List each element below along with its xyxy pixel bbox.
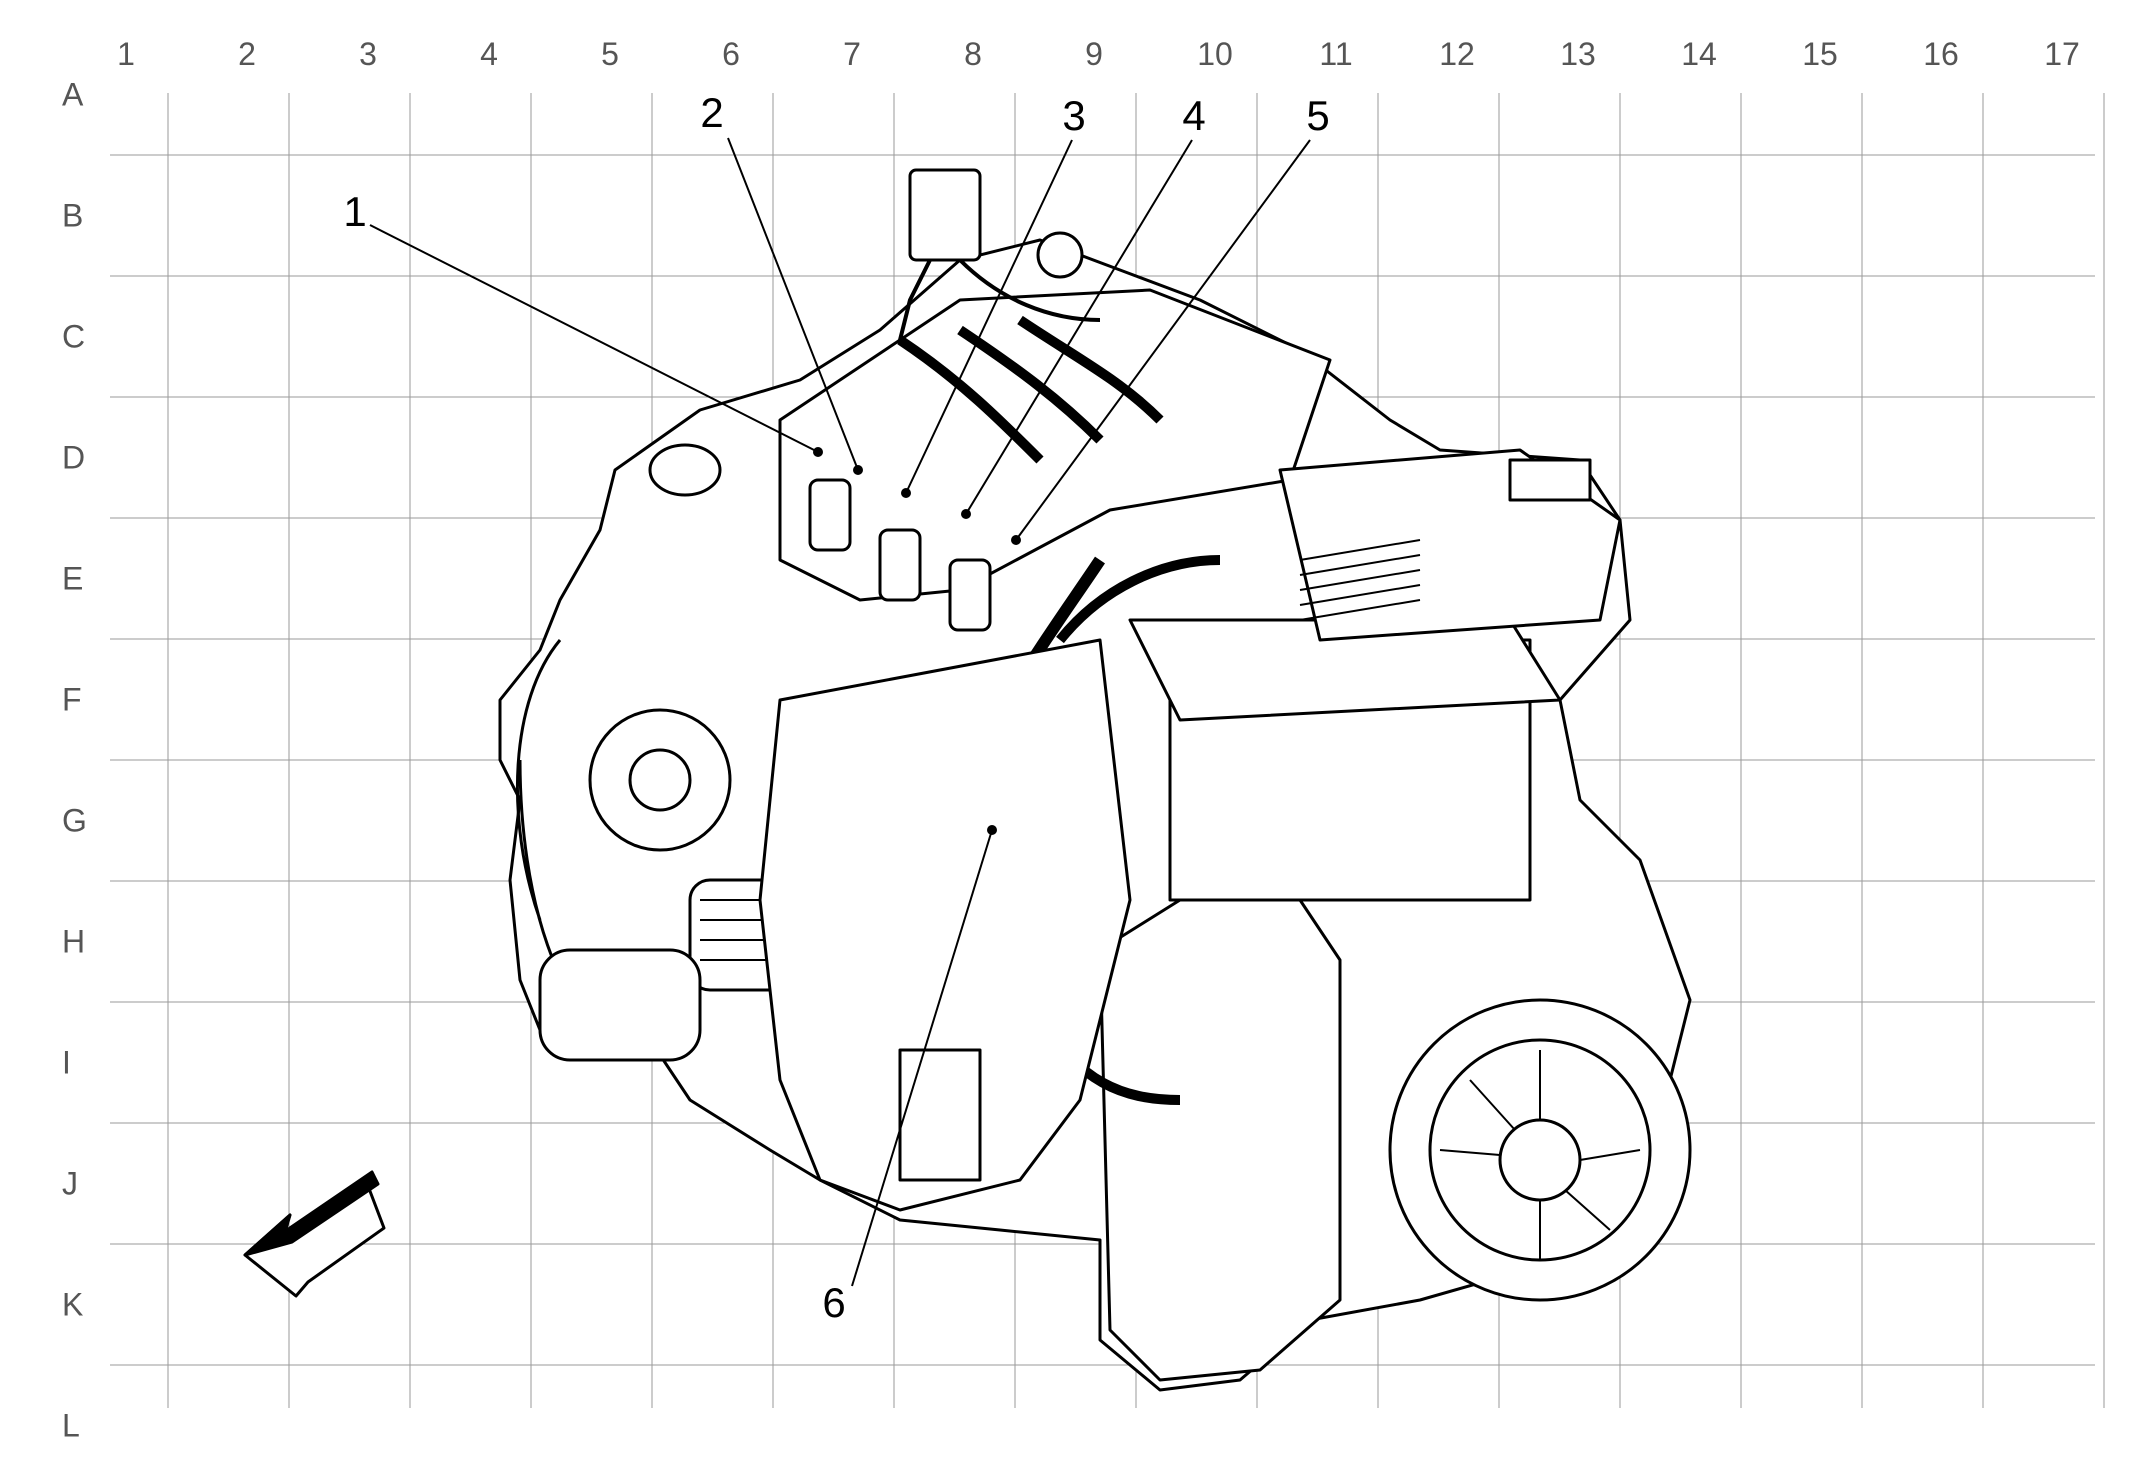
- module-fins: [1299, 539, 1421, 621]
- grid-column-label: 9: [1085, 36, 1103, 72]
- grid-column-label: 7: [843, 36, 861, 72]
- grid-row-label: L: [62, 1407, 80, 1444]
- callout-leader-lines: [369, 137, 1311, 1287]
- grid-column-label: 5: [601, 36, 619, 72]
- connector-top: [1508, 458, 1592, 502]
- leader-line-2: [727, 137, 859, 471]
- grid-column-label: 12: [1439, 36, 1475, 72]
- grid-row-label: H: [62, 923, 86, 960]
- callout-1: 1: [343, 188, 367, 235]
- motor-hub: [1498, 1118, 1582, 1202]
- grid-column-label: 15: [1802, 36, 1838, 72]
- direction-arrow-icon: [243, 1170, 386, 1298]
- grid-column-label: 1: [117, 36, 135, 72]
- grid-column-label: 10: [1197, 36, 1233, 72]
- alternator-pulley-hub: [628, 748, 692, 812]
- callout-5: 5: [1306, 92, 1330, 139]
- grid-column-label: 3: [359, 36, 377, 72]
- callout-2: 2: [700, 89, 724, 136]
- grid-row-label: G: [62, 802, 87, 839]
- throttle-body: [1036, 231, 1084, 279]
- harness-connector: [908, 168, 982, 262]
- grid-column-label: 16: [1923, 36, 1959, 72]
- arrow-shadow: [243, 1170, 380, 1257]
- marker-1: [813, 447, 823, 457]
- leader-line-6: [851, 829, 993, 1287]
- oil-filter-ribs: [700, 899, 780, 961]
- engine-assembly: [498, 168, 1692, 1392]
- leader-line-5: [1015, 139, 1311, 541]
- leader-line-1: [369, 224, 819, 453]
- grid-column-label: 4: [480, 36, 498, 72]
- intake-runners: [897, 315, 1164, 464]
- grid-row-label: D: [62, 439, 86, 476]
- grid-column-label: 2: [238, 36, 256, 72]
- grid-row-label: F: [62, 681, 82, 718]
- leader-line-4: [965, 139, 1193, 515]
- grid-column-label: 13: [1560, 36, 1596, 72]
- upper-hose: [1056, 555, 1221, 644]
- grid-column-label: 17: [2044, 36, 2080, 72]
- ignition-coil-3: [948, 558, 992, 632]
- grid-column-label: 14: [1681, 36, 1717, 72]
- grid-column-label: 8: [964, 36, 982, 72]
- marker-2: [853, 465, 863, 475]
- cylinder-head-cover: [778, 288, 1332, 602]
- callout-markers: [813, 447, 1021, 835]
- grid-row-label: A: [62, 76, 84, 113]
- callout-6: 6: [822, 1279, 846, 1326]
- grid-row-label: C: [62, 318, 86, 355]
- marker-5: [1011, 535, 1021, 545]
- callout-3: 3: [1062, 92, 1086, 139]
- grid-row-label: K: [62, 1286, 84, 1323]
- leader-line-3: [905, 139, 1073, 494]
- grid-row-label: B: [62, 197, 84, 234]
- callout-4: 4: [1182, 92, 1206, 139]
- oil-filler-cap: [648, 443, 722, 497]
- mount-bracket: [898, 1048, 982, 1182]
- grid-row-label: J: [62, 1165, 78, 1202]
- ignition-coil-1: [808, 478, 852, 552]
- marker-6: [987, 825, 997, 835]
- grid-column-label: 6: [722, 36, 740, 72]
- grid-row-label: E: [62, 560, 84, 597]
- motor-spokes: [1439, 1050, 1641, 1260]
- grid-column-label: 11: [1319, 36, 1353, 72]
- ac-compressor: [538, 948, 702, 1062]
- grid-row-label: I: [62, 1044, 71, 1081]
- inverter-housing: [1098, 898, 1342, 1382]
- marker-3: [901, 488, 911, 498]
- marker-4: [961, 509, 971, 519]
- ignition-coil-2: [878, 528, 922, 602]
- engine-block: [758, 638, 1132, 1212]
